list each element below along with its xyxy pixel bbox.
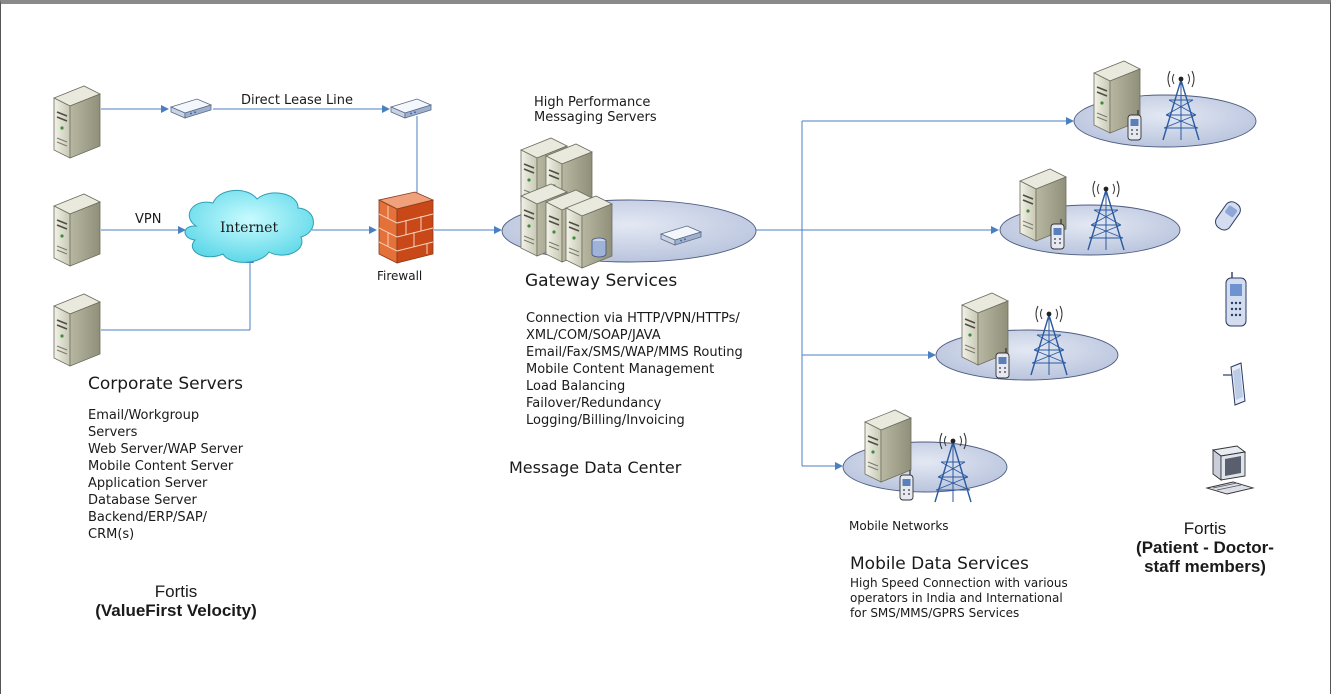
gateway-item: Logging/Billing/Invoicing — [526, 413, 685, 428]
gateway-services-title: Gateway Services — [525, 271, 678, 291]
corporate-server-3 — [53, 293, 101, 367]
router-right — [390, 98, 432, 119]
mobile-data-services-title: Mobile Data Services — [850, 554, 1029, 574]
firewall-icon — [377, 191, 435, 264]
corporate-item: Database Server — [88, 493, 197, 508]
corporate-server-1 — [53, 85, 101, 159]
smartphone-icon — [1225, 272, 1247, 327]
connection-lines — [101, 105, 1074, 470]
mobile-networks-label: Mobile Networks — [849, 519, 949, 533]
corporate-item: Mobile Content Server — [88, 459, 234, 474]
firewall-label: Firewall — [377, 269, 423, 283]
gateway-services-list: Connection via HTTP/VPN/HTTPs/ XML/COM/S… — [526, 310, 743, 429]
mobile-desc-line3: for SMS/MMS/GPRS Services — [850, 606, 1020, 620]
gateway-item: Connection via HTTP/VPN/HTTPs/ — [526, 311, 740, 326]
network4-server — [864, 409, 912, 483]
gateway-caption-line2: Messaging Servers — [534, 110, 657, 125]
corporate-brand: Fortis (ValueFirst Velocity) — [81, 582, 271, 620]
flip-phone-icon — [1215, 201, 1241, 231]
corporate-server-2 — [53, 193, 101, 267]
corporate-item: CRM(s) — [88, 527, 135, 542]
desktop-computer-icon — [1205, 445, 1255, 495]
corporate-brand-sub: (ValueFirst Velocity) — [95, 601, 257, 620]
corporate-brand-name: Fortis — [154, 582, 198, 601]
patient-brand-line2: (Patient - Doctor- — [1136, 538, 1274, 557]
gateway-caption-line1: High Performance — [534, 95, 651, 110]
gateway-server-5 — [565, 195, 613, 269]
patient-brand-name: Fortis — [1183, 519, 1227, 538]
gateway-caption: High Performance Messaging Servers — [534, 95, 657, 125]
mobile-desc-line1: High Speed Connection with various — [850, 576, 1068, 590]
database-icon — [591, 237, 607, 258]
vpn-label: VPN — [135, 212, 162, 227]
message-data-center-label: Message Data Center — [509, 458, 682, 477]
gateway-item: Load Balancing — [526, 379, 626, 394]
gateway-item: Failover/Redundancy — [526, 396, 662, 411]
internet-label: Internet — [220, 220, 279, 236]
corporate-item: Application Server — [88, 476, 208, 491]
pda-icon — [1223, 362, 1246, 406]
mobile-desc-line2: operators in India and International — [850, 591, 1063, 605]
corporate-servers-title: Corporate Servers — [88, 374, 243, 394]
gateway-item: XML/COM/SOAP/JAVA — [526, 328, 661, 343]
corporate-item: Servers — [88, 425, 138, 440]
gateway-item: Email/Fax/SMS/WAP/MMS Routing — [526, 345, 743, 360]
corporate-item: Backend/ERP/SAP/ — [88, 510, 208, 525]
mobile-data-services-desc: High Speed Connection with various opera… — [850, 576, 1068, 621]
patient-brand: Fortis (Patient - Doctor- staff members) — [1129, 519, 1281, 576]
corporate-servers-list: Email/Workgroup Servers Web Server/WAP S… — [88, 407, 243, 543]
network-diagram — [53, 60, 1257, 503]
internet-cloud-icon — [184, 190, 314, 263]
patient-brand-line3: staff members) — [1144, 557, 1266, 576]
corporate-item: Web Server/WAP Server — [88, 442, 244, 457]
corporate-item: Email/Workgroup — [88, 408, 200, 423]
router-left — [170, 98, 212, 119]
gateway-item: Mobile Content Management — [526, 362, 715, 377]
direct-lease-line-label: Direct Lease Line — [241, 93, 354, 108]
